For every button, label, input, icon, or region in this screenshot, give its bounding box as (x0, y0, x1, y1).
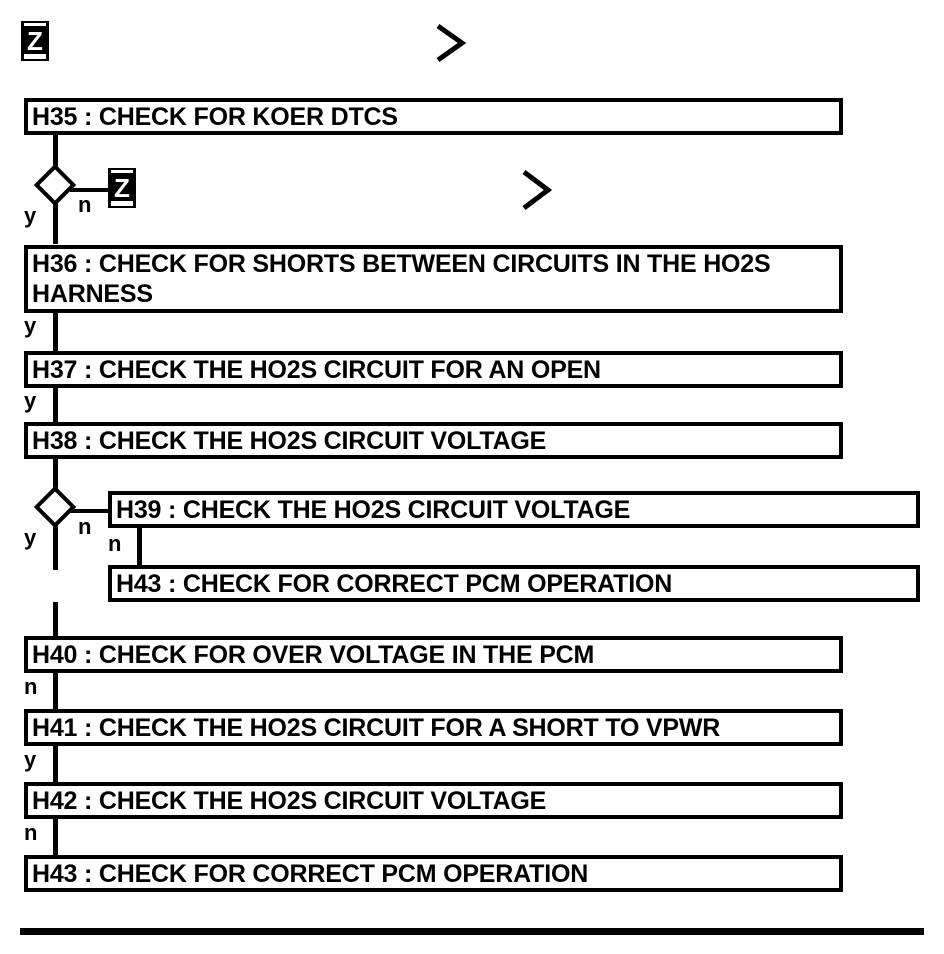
connector-decision1-yes (53, 200, 58, 244)
z-glyph: Z (111, 173, 133, 203)
node-h43-upper[interactable]: H43 : CHECK FOR CORRECT PCM OPERATION (108, 565, 920, 602)
connector-h35-to-decision1 (53, 134, 58, 170)
connector-h42-to-h43 (53, 819, 58, 855)
node-h35-label: H35 : CHECK FOR KOER DTCS (32, 102, 398, 131)
connector-h39-to-h43a (137, 528, 142, 565)
z-bar-top (111, 170, 133, 175)
node-h39-label: H39 : CHECK THE HO2S CIRCUIT VOLTAGE (116, 495, 631, 524)
node-h37-label: H37 : CHECK THE HO2S CIRCUIT FOR AN OPEN (32, 355, 601, 384)
z-bar-bottom (111, 201, 133, 206)
node-h36[interactable]: H36 : CHECK FOR SHORTS BETWEEN CIRCUITS … (24, 245, 843, 313)
node-h39[interactable]: H39 : CHECK THE HO2S CIRCUIT VOLTAGE (108, 491, 920, 528)
node-h37[interactable]: H37 : CHECK THE HO2S CIRCUIT FOR AN OPEN (24, 351, 843, 388)
branch-label-h36-yes: y (24, 313, 37, 338)
connector-h38-to-decision2 (53, 459, 58, 492)
branch-label-h40-no: n (24, 674, 38, 699)
branch-label-h42-no: n (24, 820, 38, 845)
branch-label-decision1-yes: y (24, 203, 37, 228)
node-h40-label: H40 : CHECK FOR OVER VOLTAGE IN THE PCM (32, 640, 595, 669)
connector-decision1-no (70, 188, 114, 192)
node-h40[interactable]: H40 : CHECK FOR OVER VOLTAGE IN THE PCM (24, 636, 843, 673)
z-bar-bottom (24, 54, 46, 59)
node-h43-upper-label: H43 : CHECK FOR CORRECT PCM OPERATION (116, 569, 673, 598)
decision-node-1[interactable] (33, 163, 77, 207)
connector-h40-to-h41 (53, 673, 58, 709)
node-h35[interactable]: H35 : CHECK FOR KOER DTCS (24, 98, 843, 135)
node-h41[interactable]: H41 : CHECK THE HO2S CIRCUIT FOR A SHORT… (24, 709, 843, 746)
connector-h36-to-h37 (53, 313, 58, 351)
offpage-connector-decision1-icon[interactable]: Z (108, 168, 136, 208)
node-h42-label: H42 : CHECK THE HO2S CIRCUIT VOLTAGE (32, 786, 547, 815)
node-h43-lower[interactable]: H43 : CHECK FOR CORRECT PCM OPERATION (24, 855, 843, 892)
chevron-top-icon (436, 23, 467, 63)
connector-decision2-yes-continued (53, 602, 58, 636)
offpage-connector-top-icon[interactable]: Z (21, 21, 49, 61)
node-h38[interactable]: H38 : CHECK THE HO2S CIRCUIT VOLTAGE (24, 422, 843, 459)
branch-label-decision1-no: n (78, 192, 92, 217)
decision-node-2[interactable] (33, 485, 77, 529)
connector-h41-to-h42 (53, 746, 58, 782)
connector-decision2-no (70, 509, 112, 513)
chevron-middle-icon (522, 170, 553, 210)
branch-label-h41-yes: y (24, 747, 37, 772)
z-glyph: Z (24, 26, 46, 56)
branch-label-h39-no: n (108, 531, 122, 556)
node-h42[interactable]: H42 : CHECK THE HO2S CIRCUIT VOLTAGE (24, 782, 843, 819)
branch-label-h37-yes: y (24, 388, 37, 413)
branch-label-decision2-no: n (78, 514, 92, 539)
connector-decision2-yes (53, 522, 58, 570)
node-h41-label: H41 : CHECK THE HO2S CIRCUIT FOR A SHORT… (32, 713, 721, 742)
bottom-divider (20, 928, 924, 935)
node-h36-label: H36 : CHECK FOR SHORTS BETWEEN CIRCUITS … (32, 250, 778, 308)
connector-h37-to-h38 (53, 388, 58, 422)
node-h38-label: H38 : CHECK THE HO2S CIRCUIT VOLTAGE (32, 426, 547, 455)
z-bar-top (24, 23, 46, 28)
node-h43-lower-label: H43 : CHECK FOR CORRECT PCM OPERATION (32, 859, 589, 888)
branch-label-decision2-yes: y (24, 525, 37, 550)
